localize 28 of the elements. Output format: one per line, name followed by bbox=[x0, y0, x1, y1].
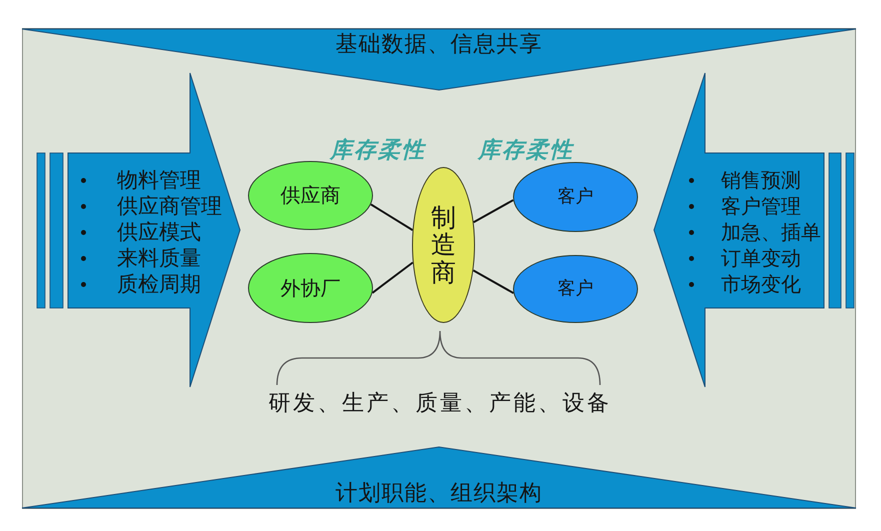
annotation-text: 库存柔性 bbox=[330, 138, 426, 164]
list-item: 客户管理 bbox=[721, 194, 801, 218]
connector-line bbox=[372, 262, 414, 294]
node-label: 供应商 bbox=[280, 183, 340, 208]
list-item: 供应商管理 bbox=[117, 194, 222, 218]
list-item: 质检周期 bbox=[117, 272, 201, 296]
banner-text: 计划职能、组织架构 bbox=[336, 481, 542, 507]
list-item: 加急、插单 bbox=[721, 220, 821, 244]
list-item: 订单变动 bbox=[721, 246, 801, 270]
annotation-text: 库存柔性 bbox=[478, 138, 574, 164]
block-arrow bbox=[37, 73, 240, 387]
node-label: 客户 bbox=[558, 278, 594, 300]
connector-line bbox=[472, 270, 514, 294]
connector-line bbox=[370, 204, 414, 231]
block-arrow bbox=[654, 73, 854, 387]
banner-text: 基础数据、信息共享 bbox=[336, 32, 542, 58]
list-item: 物料管理 bbox=[117, 168, 201, 192]
vertical-label: 制造商 bbox=[431, 204, 456, 286]
list-item: 销售预测 bbox=[721, 168, 801, 192]
bracket-caption: 研发、生产、质量、产能、设备 bbox=[268, 391, 612, 418]
list-item: 市场变化 bbox=[721, 272, 801, 296]
list-item: 来料质量 bbox=[117, 246, 201, 270]
connector-line bbox=[473, 199, 514, 224]
node-label: 客户 bbox=[558, 186, 594, 208]
banner-triangle bbox=[22, 29, 856, 90]
banner-triangle bbox=[22, 447, 856, 508]
node-label: 外协厂 bbox=[280, 276, 340, 300]
list-item: 供应模式 bbox=[117, 220, 201, 244]
